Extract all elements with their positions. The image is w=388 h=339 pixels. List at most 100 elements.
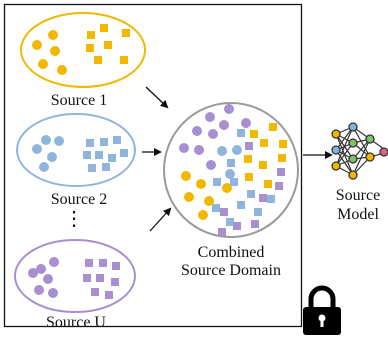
source-1-square bbox=[94, 56, 102, 64]
network-edge bbox=[335, 142, 354, 167]
combined-circle bbox=[217, 146, 227, 156]
source-1-square bbox=[87, 31, 95, 39]
model-label-line1: Source bbox=[336, 187, 380, 204]
combined-square bbox=[267, 195, 275, 203]
lock-icon bbox=[303, 285, 341, 335]
source-1-circle bbox=[50, 46, 60, 56]
source-1-label: Source 1 bbox=[51, 92, 107, 109]
combined-circle bbox=[179, 143, 189, 153]
source-u-label: Source U bbox=[46, 314, 106, 331]
source-2-square bbox=[88, 164, 96, 172]
source-2-square bbox=[95, 151, 103, 159]
combined-domain-circle bbox=[163, 102, 299, 238]
combined-square bbox=[279, 140, 287, 148]
combined-circle bbox=[222, 183, 232, 193]
neural-network-icon bbox=[331, 122, 388, 180]
outer-box bbox=[3, 3, 303, 328]
combined-square bbox=[264, 180, 272, 188]
combined-points bbox=[179, 104, 287, 236]
source-1-group: Source 1 bbox=[20, 12, 146, 109]
source-u-group: Source U bbox=[14, 239, 136, 331]
model-label-line2: Model bbox=[337, 206, 379, 223]
source-1-ellipse bbox=[20, 12, 146, 88]
source-u-circle bbox=[43, 274, 53, 284]
combined-square bbox=[245, 173, 253, 181]
combined-circle bbox=[181, 171, 191, 181]
source-1-square bbox=[104, 41, 112, 49]
combined-circle bbox=[208, 129, 218, 139]
combined-square bbox=[212, 204, 220, 212]
combined-square bbox=[278, 154, 286, 162]
source-u-square bbox=[99, 259, 107, 267]
source-1-circle bbox=[48, 30, 58, 40]
source-u-square bbox=[85, 259, 93, 267]
source-2-label: Source 2 bbox=[51, 191, 107, 208]
source-2-square bbox=[102, 163, 110, 171]
combined-circle bbox=[206, 160, 216, 170]
source-1-square bbox=[100, 24, 108, 32]
combined-circle bbox=[198, 210, 208, 220]
combined-label-line1: Combined bbox=[198, 244, 265, 261]
combined-square bbox=[227, 159, 235, 167]
source-2-square bbox=[100, 138, 108, 146]
source-2-circle bbox=[32, 144, 42, 154]
combined-circle bbox=[204, 196, 214, 206]
combined-circle bbox=[241, 118, 251, 128]
source-u-circle bbox=[36, 264, 46, 274]
source-1-circle bbox=[38, 59, 48, 69]
combined-square bbox=[218, 228, 226, 236]
combined-square bbox=[245, 142, 253, 150]
network-node bbox=[365, 134, 375, 144]
combined-square bbox=[233, 222, 241, 230]
source-2-square bbox=[108, 154, 116, 162]
combined-circle bbox=[194, 145, 204, 155]
source-2-circle bbox=[54, 136, 64, 146]
source-u-square bbox=[105, 291, 113, 299]
source-u-points bbox=[28, 257, 120, 299]
source-u-square bbox=[83, 274, 91, 282]
combined-square bbox=[220, 208, 228, 216]
combined-square bbox=[237, 201, 245, 209]
source-2-square bbox=[86, 139, 94, 147]
source-u-circle bbox=[49, 257, 59, 267]
combined-square bbox=[226, 218, 234, 226]
network-node bbox=[348, 154, 358, 164]
combined-square bbox=[213, 178, 221, 186]
source-2-points bbox=[32, 135, 128, 172]
source-u-ellipse bbox=[14, 239, 136, 313]
source-u-circle bbox=[34, 285, 44, 295]
combined-circle bbox=[224, 104, 234, 114]
combined-label-line2: Source Domain bbox=[181, 262, 281, 279]
source-1-square bbox=[86, 44, 94, 52]
network-node bbox=[348, 138, 358, 148]
source-2-square bbox=[113, 136, 121, 144]
source-2-circle bbox=[47, 152, 57, 162]
source-2-ellipse bbox=[16, 113, 136, 187]
combined-circle bbox=[219, 120, 229, 130]
combined-square bbox=[230, 178, 238, 186]
network-node bbox=[331, 161, 341, 171]
combined-circle bbox=[225, 169, 235, 179]
combined-circle bbox=[232, 145, 242, 155]
combined-circle bbox=[196, 179, 206, 189]
source-u-square bbox=[111, 278, 119, 286]
source-1-circle bbox=[32, 40, 42, 50]
ellipsis: ⋮ bbox=[64, 208, 84, 230]
combined-square bbox=[259, 194, 267, 202]
network-edge bbox=[335, 126, 354, 151]
combined-circle bbox=[205, 112, 215, 122]
source-u-square bbox=[112, 262, 120, 270]
source-u-circle bbox=[28, 268, 38, 278]
source-u-square bbox=[96, 274, 104, 282]
source-2-square bbox=[120, 149, 128, 157]
combined-circle bbox=[184, 192, 194, 202]
combined-square bbox=[251, 220, 259, 228]
source-2-square bbox=[83, 151, 91, 159]
combined-square bbox=[247, 190, 255, 198]
arrow-source-1 bbox=[145, 86, 169, 109]
combined-square bbox=[259, 161, 267, 169]
network-node bbox=[379, 147, 388, 157]
combined-square bbox=[277, 168, 285, 176]
network-node bbox=[331, 145, 341, 155]
